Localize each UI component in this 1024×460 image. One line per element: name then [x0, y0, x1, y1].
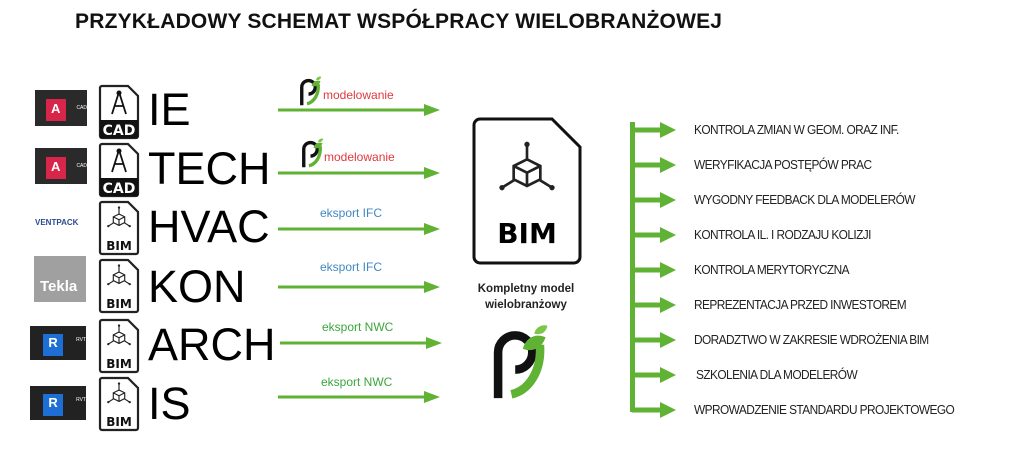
benefit-item: KONTROLA IL. I RODZAJU KOLIZJI [694, 228, 871, 242]
benefit-item: REPREZENTACJA PRZED INWESTOREM [694, 298, 907, 312]
page-title: PRZYKŁADOWY SCHEMAT WSPÓŁPRACY WIELOBRAN… [75, 10, 723, 33]
arrow-right-icon [632, 297, 676, 313]
bim-file-icon: BIM [98, 318, 140, 374]
discipline-tech: TECH [148, 143, 271, 194]
arrow-right-icon [278, 280, 440, 294]
benefit-item: KONTROLA ZMIAN W GEOM. ORAZ INF. [694, 123, 899, 137]
bim-file-icon: BIM [98, 200, 140, 256]
bim-file-icon: BIM [98, 258, 140, 314]
discipline-arch: ARCH [148, 319, 276, 370]
company-logo-icon [490, 324, 548, 400]
flow-label: modelowanie [323, 88, 394, 102]
flow-label: eksport IFC [320, 206, 383, 220]
svg-text:BIM: BIM [106, 415, 132, 429]
flow-label: eksport NWC [321, 375, 393, 389]
benefit-item: DORADZTWO W ZAKRESIE WDROŻENIA BIM [694, 333, 929, 347]
arrow-right-icon [278, 390, 440, 404]
svg-text:BIM: BIM [106, 239, 132, 253]
svg-text:CAD: CAD [103, 181, 136, 197]
company-logo-icon [298, 138, 326, 168]
arrow-right-icon [278, 103, 440, 117]
svg-text:CAD: CAD [103, 123, 136, 139]
bim-label: BIM [497, 217, 557, 250]
cad-file-icon: CAD [98, 142, 140, 198]
cad-file-icon: CAD [98, 84, 140, 140]
flow-label: eksport NWC [322, 320, 394, 334]
tekla-logo: Tekla [34, 256, 86, 302]
svg-text:BIM: BIM [106, 357, 132, 371]
benefit-item: KONTROLA MERYTORYCZNA [694, 263, 850, 277]
arrow-right-icon [278, 166, 440, 180]
arrow-right-icon [632, 262, 676, 278]
arrow-right-icon [632, 332, 676, 348]
arrow-right-icon [632, 157, 676, 173]
arrow-right-icon [632, 402, 676, 418]
bim-file-icon: BIM [98, 376, 140, 432]
company-logo-icon [296, 76, 324, 106]
benefit-item: WPROWADZENIE STANDARDU PROJEKTOWEGO [694, 403, 955, 417]
flow-label: eksport IFC [320, 260, 383, 274]
svg-text:BIM: BIM [106, 297, 132, 311]
arrow-right-icon [632, 122, 676, 138]
tree-trunk [630, 122, 635, 412]
ventpack-logo: VENTPACK [35, 218, 79, 227]
arrow-right-icon [632, 227, 676, 243]
discipline-hvac: HVAC [148, 201, 270, 252]
flow-label: modelowanie [324, 150, 395, 164]
bim-model-icon: BIM [472, 117, 582, 265]
benefit-item: SZKOLENIA DLA MODELERÓW [696, 368, 858, 382]
discipline-ie: IE [148, 84, 191, 135]
arrow-right-icon [632, 367, 676, 383]
benefit-item: WYGODNY FEEDBACK DLA MODELERÓW [694, 193, 915, 207]
discipline-is: IS [148, 378, 191, 429]
arrow-right-icon [632, 192, 676, 208]
discipline-kon: KON [148, 261, 246, 312]
arrow-right-icon [278, 222, 440, 236]
arrow-right-icon [280, 336, 442, 350]
benefit-item: WERYFIKACJA POSTĘPÓW PRAC [694, 158, 872, 172]
